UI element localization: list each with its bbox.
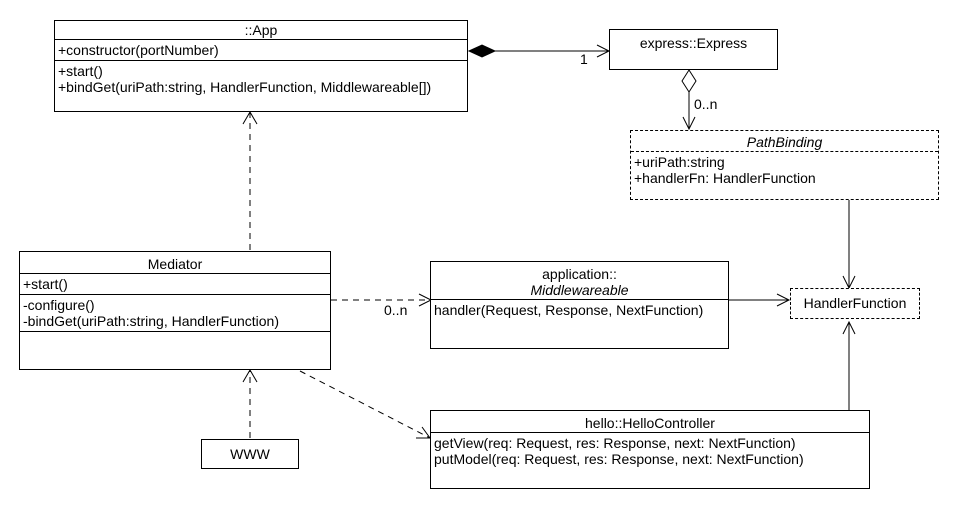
mediator-app-dependency (242, 111, 258, 250)
hellocontroller-operation: putModel(req: Request, res: Response, ne… (434, 451, 804, 467)
pathbinding-class: PathBinding +uriPath:string +handlerFn: … (630, 130, 939, 200)
mediator-class-attributes: +start() (20, 273, 330, 294)
express-class: express::Express (609, 29, 778, 70)
pathbinding-attribute: +handlerFn: HandlerFunction (634, 170, 816, 186)
hellocontroller-class-operations: getView(req: Request, res: Response, nex… (431, 432, 869, 469)
mediator-class-operations: -configure() -bindGet(uriPath:string, Ha… (20, 294, 330, 331)
middlewareable-class-title: application:: Middlewareable (431, 262, 728, 299)
multiplicity-express-pathbinding: 0..n (694, 96, 718, 112)
hellocontroller-operation: getView(req: Request, res: Response, nex… (434, 435, 796, 451)
app-attribute: +constructor(portNumber) (58, 42, 219, 58)
express-pathbinding-aggregation (681, 69, 697, 131)
pathbinding-class-title: PathBinding (746, 134, 823, 150)
hellocontroller-handlerfunction-realization (842, 320, 856, 410)
middlewareable-handlerfunction-association (729, 293, 791, 307)
app-operation: +start() (58, 63, 103, 79)
mediator-operation: -bindGet(uriPath:string, HandlerFunction… (23, 313, 280, 329)
mediator-operation: -configure() (23, 297, 95, 313)
app-operation: +bindGet(uriPath:string, HandlerFunction… (58, 79, 432, 95)
mediator-middlewareable-dependency (331, 293, 433, 307)
middlewareable-title-namespace: application:: (542, 266, 617, 282)
handlerfunction-class: HandlerFunction (790, 288, 920, 319)
multiplicity-app-express: 1 (580, 51, 588, 67)
mediator-attribute: +start() (23, 276, 68, 292)
mediator-class-title: Mediator (147, 256, 203, 272)
handlerfunction-class-title: HandlerFunction (803, 295, 907, 311)
middlewareable-class-operations: handler(Request, Response, NextFunction) (431, 299, 728, 320)
app-class-title: ::App (244, 22, 278, 38)
www-mediator-dependency (242, 369, 258, 438)
hellocontroller-class: hello::HelloController getView(req: Requ… (430, 410, 870, 489)
pathbinding-handlerfunction-association (842, 200, 856, 290)
middlewareable-operation: handler(Request, Response, NextFunction) (434, 302, 704, 318)
www-node: WWW (201, 439, 299, 469)
multiplicity-mediator-middlewareable: 0..n (384, 302, 408, 318)
app-class: ::App +constructor(portNumber) +start() … (54, 20, 468, 112)
express-class-title: express::Express (639, 35, 748, 51)
pathbinding-attribute: +uriPath:string (634, 154, 725, 170)
pathbinding-class-attributes: +uriPath:string +handlerFn: HandlerFunct… (631, 151, 938, 188)
mediator-class: Mediator +start() -configure() -bindGet(… (19, 251, 331, 370)
mediator-class-empty-compartment (20, 331, 330, 366)
app-class-operations: +start() +bindGet(uriPath:string, Handle… (55, 60, 467, 97)
hellocontroller-class-title: hello::HelloController (585, 415, 715, 431)
www-node-title: WWW (230, 446, 270, 462)
mediator-hellocontroller-dependency (299, 370, 431, 439)
app-class-attributes: +constructor(portNumber) (55, 39, 467, 60)
middlewareable-class: application:: Middlewareable handler(Req… (430, 261, 729, 349)
app-express-composition (467, 44, 611, 58)
middlewareable-title-name: Middlewareable (530, 282, 629, 298)
